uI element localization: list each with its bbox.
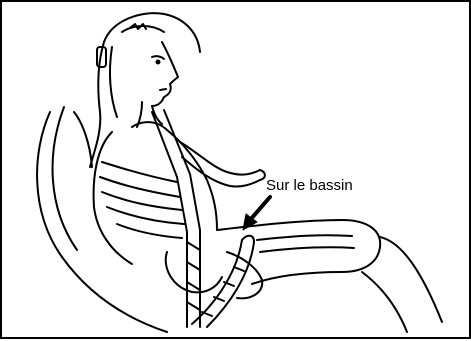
neck	[132, 102, 167, 130]
torso	[94, 130, 217, 264]
face	[152, 42, 178, 106]
arm	[180, 142, 265, 187]
lap-belt	[192, 236, 254, 327]
shoulder-belt	[152, 110, 200, 327]
hands	[166, 252, 262, 298]
pelvis-caption: Sur le bassin	[266, 177, 353, 194]
